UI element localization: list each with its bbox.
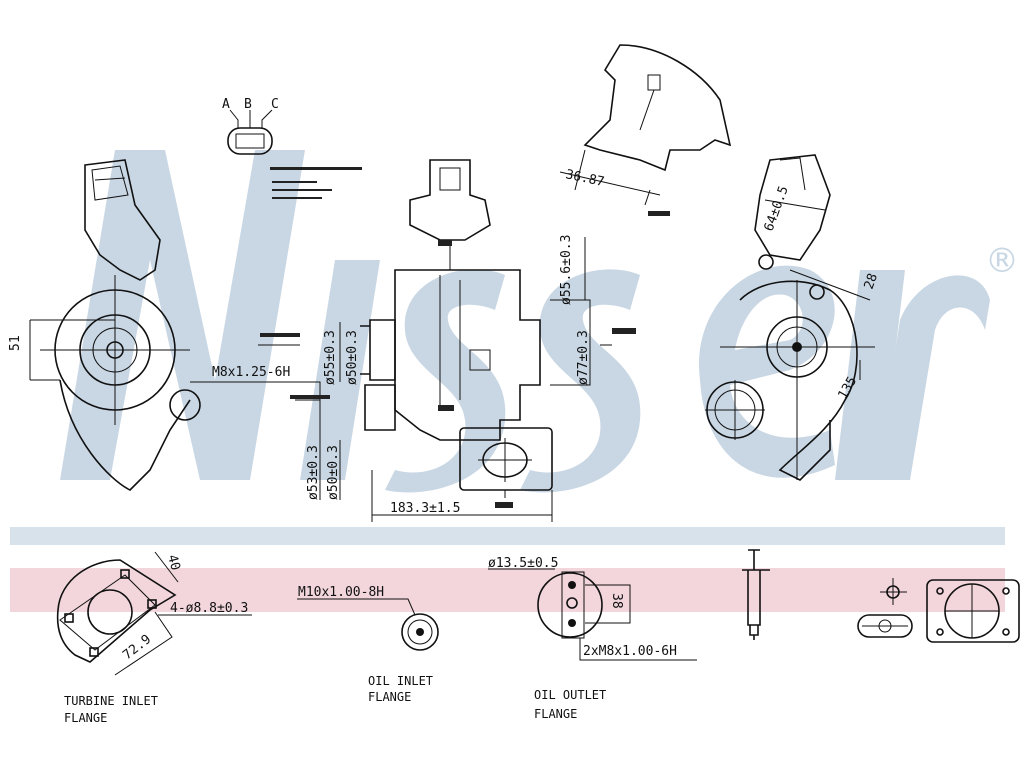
pin-c-label: C <box>271 97 279 112</box>
center-small-labels <box>260 240 636 508</box>
turbine-flange-dim-a: 40 <box>164 553 183 572</box>
bolt-drawing <box>742 549 770 640</box>
oil-inlet-label-1: OIL INLET <box>368 674 433 688</box>
pin-a-label: A <box>222 97 230 112</box>
oil-outlet-thread: 2xM8x1.00-6H <box>583 644 677 659</box>
pin-table <box>270 167 362 199</box>
left-view-drawing <box>29 159 321 491</box>
oil-outlet-label-2: FLANGE <box>534 707 577 721</box>
oil-inlet-flange-drawing <box>297 598 439 651</box>
comp-inlet-dia2: ø50±0.3 <box>345 330 360 385</box>
pin-b-label: B <box>244 97 252 112</box>
turbine-flange-label-1: TURBINE INLET <box>64 694 158 708</box>
oil-inlet-thread: M10x1.00-8H <box>298 585 384 600</box>
turbine-flange-holes: 4-ø8.8±0.3 <box>170 601 248 616</box>
oil-outlet-dia: ø13.5±0.5 <box>488 556 558 571</box>
actuator-view-drawing <box>559 44 732 216</box>
oil-outlet-flange-drawing <box>488 568 697 661</box>
connector-icon <box>227 109 273 155</box>
turbine-inlet-flange-drawing <box>56 551 252 676</box>
comp-inlet-dia: ø55±0.3 <box>323 330 338 385</box>
outlet-dia2: ø77±0.3 <box>576 330 591 385</box>
gasket-small-drawing <box>857 578 913 638</box>
actuator-offset-dim: 36.87 <box>564 167 605 190</box>
oil-outlet-label-1: OIL OUTLET <box>534 688 606 702</box>
nissens-watermark-logo <box>60 150 990 493</box>
turbine-flange-dim-b: 72.9 <box>120 632 154 663</box>
left-height-dim: 51 <box>8 335 23 351</box>
right-dim1: 28 <box>862 272 881 292</box>
actuator-dim: 64±0.5 <box>762 184 792 233</box>
lower-dia1: ø53±0.3 <box>306 445 321 500</box>
right-view-drawing <box>705 154 875 481</box>
center-view-drawing <box>258 159 612 522</box>
pink-band <box>10 568 1005 612</box>
registered-mark: ® <box>985 241 1019 281</box>
length-dim: 183.3±1.5 <box>390 501 460 516</box>
turbine-flange-label-2: FLANGE <box>64 711 107 725</box>
oil-inlet-label-2: FLANGE <box>368 690 411 704</box>
oil-outlet-height: 38 <box>609 593 624 609</box>
blue-band <box>10 527 1005 545</box>
lower-dia2: ø50±0.3 <box>326 445 341 500</box>
gasket-large-drawing <box>926 579 1020 643</box>
outlet-dia1: ø55.6±0.3 <box>559 235 574 305</box>
main-thread-dim: M8x1.25-6H <box>212 365 290 380</box>
